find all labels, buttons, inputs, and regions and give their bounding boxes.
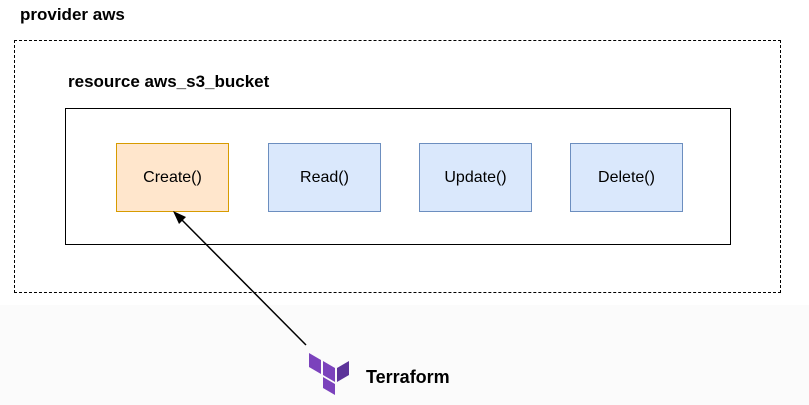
background-band	[0, 305, 809, 405]
terraform-label: Terraform	[366, 367, 450, 387]
arrow-line	[177, 215, 307, 346]
provider-container	[14, 40, 781, 293]
method-create[interactable]: Create()	[116, 143, 229, 212]
method-update[interactable]: Update()	[419, 143, 532, 212]
provider-label: provider aws	[20, 5, 125, 24]
terraform-logo-icon	[309, 353, 349, 395]
resource-label: resource aws_s3_bucket	[68, 72, 270, 91]
method-delete[interactable]: Delete()	[570, 143, 683, 212]
method-read[interactable]: Read()	[268, 143, 381, 212]
arrow-head	[173, 211, 186, 224]
